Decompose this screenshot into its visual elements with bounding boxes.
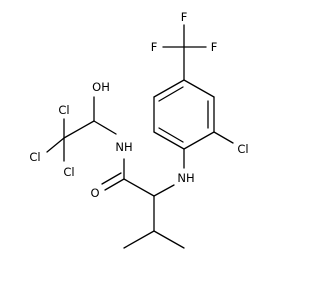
amide-nh-label: NH <box>115 140 132 154</box>
bond <box>93 120 117 135</box>
fluorine-label: F <box>211 40 218 54</box>
bond <box>153 230 185 249</box>
bond <box>158 86 184 102</box>
hydroxyl-label: OH <box>92 80 110 94</box>
chlorine-label: Cl <box>29 150 40 164</box>
bond <box>158 127 184 143</box>
bond <box>153 79 185 98</box>
bond <box>123 230 155 249</box>
bond <box>46 137 65 153</box>
amine-nh-label: NH <box>177 171 194 185</box>
bond <box>153 184 175 197</box>
fluorine-label: F <box>151 40 158 54</box>
molecule-structure: F F F Cl NH NH O OH Cl Cl Cl <box>29 10 249 249</box>
bond <box>104 178 125 191</box>
chlorine-label: Cl <box>58 103 69 117</box>
carbonyl-oxygen-label: O <box>90 186 99 200</box>
bond <box>213 131 234 144</box>
atom-labels: F F F Cl NH NH O OH Cl Cl Cl <box>29 10 248 200</box>
trifluoromethyl-group <box>162 24 207 81</box>
bond <box>183 79 215 98</box>
chlorine-label: Cl <box>63 165 74 179</box>
fluorine-label: F <box>181 10 188 24</box>
valine-backbone <box>101 158 185 249</box>
ring-substituents <box>153 131 234 197</box>
bond <box>123 178 155 197</box>
trichloro-hydroxyethyl-group <box>46 96 117 162</box>
benzene-ring <box>153 79 215 150</box>
bond <box>63 120 95 139</box>
bond <box>101 172 122 185</box>
bond <box>183 131 215 150</box>
bond <box>153 131 185 150</box>
chlorine-label: Cl <box>237 142 248 156</box>
